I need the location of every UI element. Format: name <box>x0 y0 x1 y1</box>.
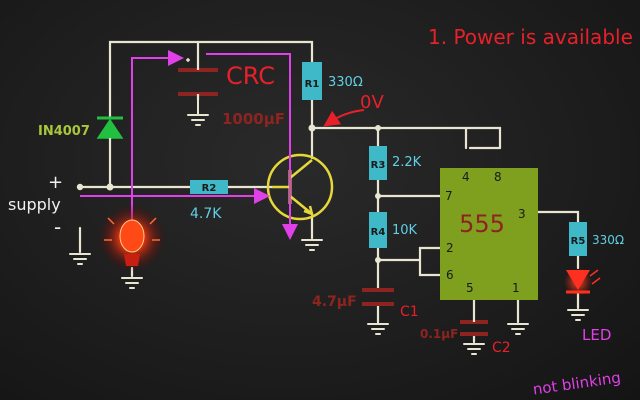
pin-4: 4 <box>462 170 470 184</box>
main-capacitor-icon <box>178 58 218 100</box>
r4-label: R4 <box>371 227 386 238</box>
diode-label: IN4007 <box>38 124 90 139</box>
ground-symbols <box>69 99 589 355</box>
resistor-r2: R2 <box>190 180 228 194</box>
transistor-icon <box>266 153 334 221</box>
led-status: not blinking <box>532 368 622 398</box>
led-icon <box>564 268 601 296</box>
resistor-r3: R3 <box>369 146 387 180</box>
r3-label: R3 <box>371 160 386 171</box>
timer-ic: 555 4 8 7 3 2 6 5 1 <box>440 168 538 300</box>
pin-2: 2 <box>446 241 454 255</box>
capacitor-name-label: CRC <box>226 62 275 90</box>
voltage-arrow <box>323 109 365 127</box>
pin-3: 3 <box>518 207 526 221</box>
c2-value: 0.1µF <box>420 327 458 341</box>
c2-label: C2 <box>492 340 511 356</box>
pin-7: 7 <box>445 189 453 203</box>
diode-icon <box>96 116 124 160</box>
supply-minus: - <box>54 215 61 239</box>
r2-label: R2 <box>202 183 217 194</box>
timer-label: 555 <box>459 210 505 238</box>
capacitor-c1-icon <box>362 288 394 306</box>
r5-value: 330Ω <box>592 233 624 247</box>
capacitor-value-label: 1000µF <box>222 110 285 128</box>
r5-label: R5 <box>571 236 586 247</box>
pin-1: 1 <box>512 281 520 295</box>
pin-6: 6 <box>446 268 454 282</box>
ground-capacitor-icon <box>187 99 209 126</box>
pin-8: 8 <box>494 170 502 184</box>
supply-plus: + <box>48 172 63 193</box>
junction-dots <box>76 124 381 263</box>
ground-c1-icon <box>367 321 389 335</box>
r3-value: 2.2K <box>392 155 422 170</box>
r2-value: 4.7K <box>190 206 222 222</box>
timer-pin-numbers: 4 8 7 3 2 6 5 1 <box>445 170 526 295</box>
ground-supply-icon <box>69 253 91 265</box>
ground-pin1-icon <box>507 323 529 335</box>
resistor-r5: R5 <box>569 222 587 256</box>
resistor-r1: R1 <box>302 62 322 100</box>
pin-5: 5 <box>466 281 474 295</box>
c1-value: 4.7µF <box>312 294 357 310</box>
resistor-r4: R4 <box>369 212 387 248</box>
current-flow-paths <box>80 50 298 240</box>
capacitor-c2-icon <box>460 318 488 336</box>
ground-c2-icon <box>463 343 485 355</box>
r1-value: 330Ω <box>328 75 363 90</box>
page-title: 1. Power is available <box>428 25 633 49</box>
node-voltage-label: 0V <box>360 92 384 113</box>
c1-label: C1 <box>400 304 419 320</box>
supply-label: supply <box>8 195 61 214</box>
bulb-icon <box>98 204 166 272</box>
ground-emitter-icon <box>301 239 323 251</box>
ground-bulb-icon <box>121 277 143 289</box>
r1-label: R1 <box>305 79 320 90</box>
ground-led-icon <box>567 309 589 321</box>
r4-value: 10K <box>392 223 418 238</box>
led-label: LED <box>582 326 611 344</box>
